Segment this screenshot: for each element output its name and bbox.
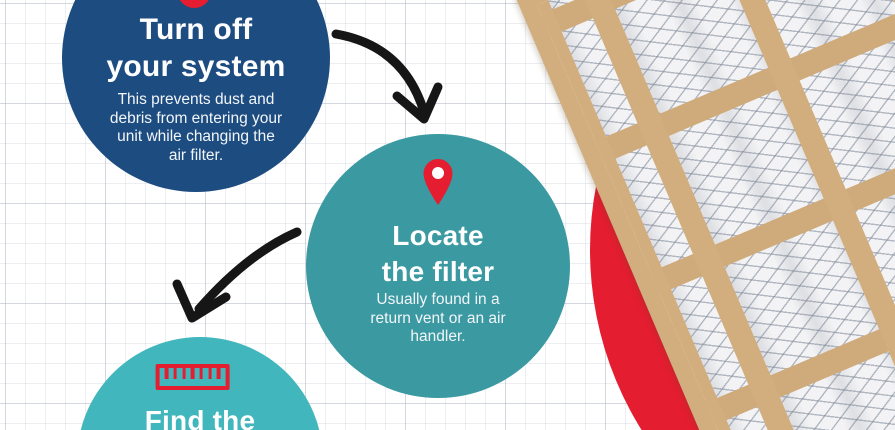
step2-title-line2: the filter: [381, 256, 495, 287]
map-pin-icon: [306, 158, 570, 208]
step-locate-filter: Locate the filter Usually found in a ret…: [306, 134, 570, 398]
step2-desc-line: return vent or an air: [370, 309, 506, 327]
step3-title-line1: Find the: [144, 405, 256, 430]
step1-description: This prevents dust and debris from enter…: [82, 91, 310, 165]
step-turn-off-system: Turn off your system This prevents dust …: [62, 0, 330, 192]
step1-title-line1: Turn off: [139, 13, 253, 46]
step1-desc-line: air filter.: [168, 146, 224, 164]
ruler-icon: [155, 364, 230, 390]
step2-description: Usually found in a return vent or an air…: [326, 291, 550, 347]
step1-title: Turn off your system: [62, 11, 330, 85]
step1-title-line2: your system: [106, 50, 286, 83]
step2-desc-line: Usually found in a: [376, 291, 500, 308]
step3-title: Find the: [77, 403, 323, 430]
step2-title: Locate the filter: [306, 218, 570, 290]
step1-desc-line: This prevents dust and: [117, 91, 275, 108]
power-icon: [177, 0, 212, 8]
step1-desc-line: unit while changing the: [117, 128, 275, 145]
step1-desc-line: debris from entering your: [109, 109, 283, 127]
step2-title-line1: Locate: [392, 220, 484, 251]
step2-desc-line: handler.: [410, 328, 466, 345]
